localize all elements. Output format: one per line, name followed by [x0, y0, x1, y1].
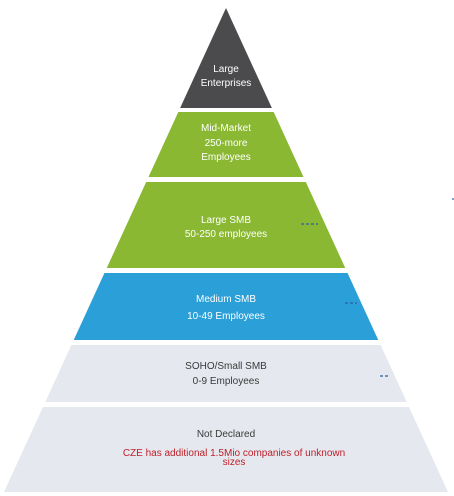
- tier-label-large-smb: Large SMB: [201, 215, 251, 226]
- tier-mid-market: [148, 112, 304, 177]
- tier-label-soho-small-smb: 0-9 Employees: [193, 376, 260, 387]
- tier-medium-smb: [73, 273, 379, 340]
- tier-label-large-enterprises: Large: [213, 64, 239, 75]
- tier-soho-small-smb: [45, 345, 407, 402]
- tier-not-declared: [4, 407, 448, 492]
- tier-label-not-declared: Not Declared: [197, 429, 255, 440]
- tier-label-large-enterprises: Enterprises: [201, 78, 252, 89]
- tier-label-mid-market: Employees: [201, 152, 250, 163]
- tier-label-mid-market: Mid-Market: [201, 123, 251, 134]
- tier-note-not-declared: sizes: [223, 457, 246, 468]
- tier-label-mid-market: 250-more: [205, 138, 248, 149]
- tier-label-soho-small-smb: SOHO/Small SMB: [185, 361, 267, 372]
- tier-label-medium-smb: 10-49 Employees: [187, 311, 265, 322]
- tier-large-smb: [106, 182, 346, 268]
- tier-note-not-declared: CZE has additional 1.5Mio companies of u…: [123, 448, 345, 459]
- tier-label-large-smb: 50-250 employees: [185, 229, 267, 240]
- tier-label-medium-smb: Medium SMB: [196, 294, 256, 305]
- tier-large-enterprises: [180, 8, 272, 108]
